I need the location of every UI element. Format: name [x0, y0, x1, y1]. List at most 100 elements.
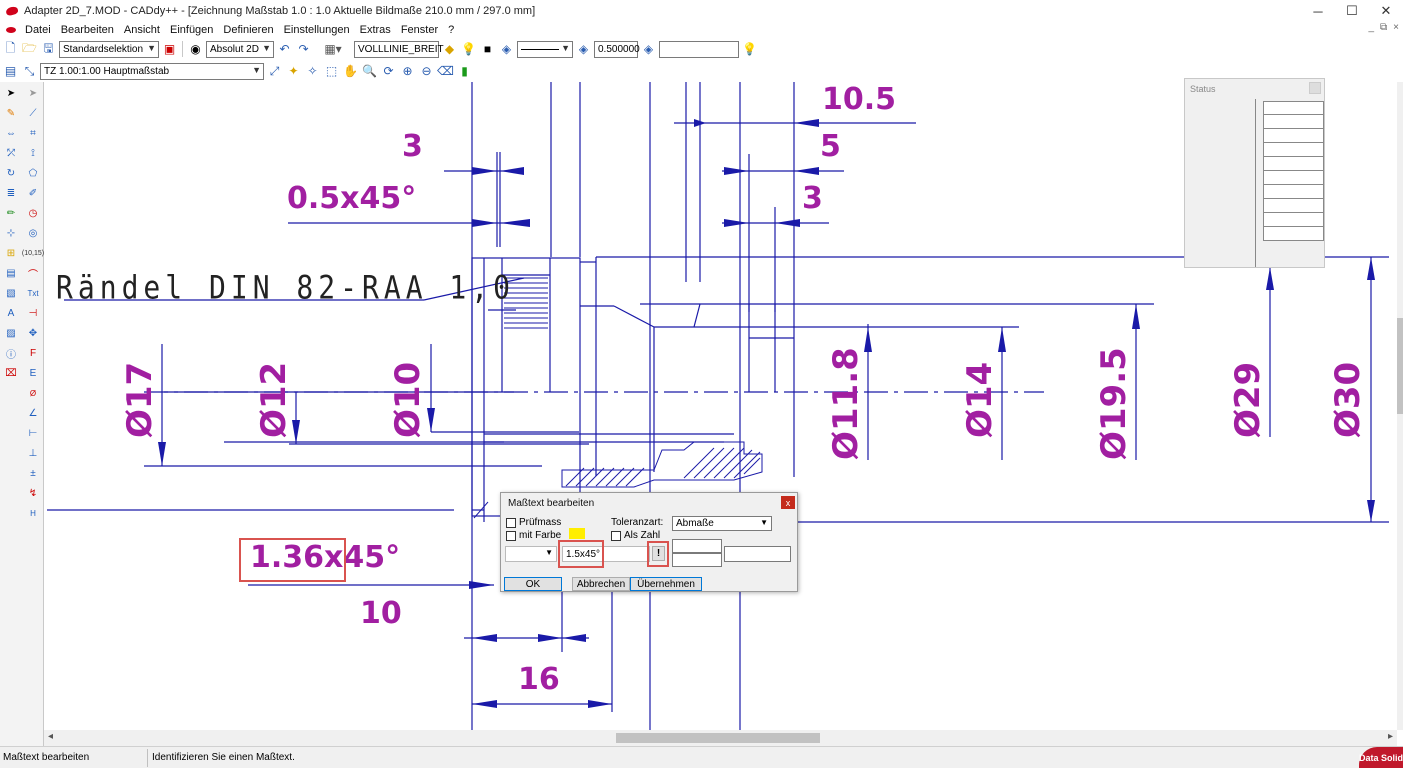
menu-definieren[interactable]: Definieren: [223, 24, 274, 36]
line-type-field[interactable]: VOLLLINIE_BREIT: [354, 40, 444, 58]
hatch-tool-icon[interactable]: ▧: [6, 287, 16, 299]
split-tool-icon[interactable]: ⊹: [6, 227, 16, 239]
grid-pattern-icon[interactable]: ▦▾: [324, 42, 342, 56]
zoom-refresh-icon[interactable]: ⟳: [383, 64, 394, 78]
dim-chamfer-top[interactable]: 0.5x45°: [287, 181, 417, 216]
mdi-minimize-button[interactable]: _: [1368, 22, 1375, 33]
pencil-icon[interactable]: ✎: [6, 107, 16, 119]
folder-lightbulb-icon[interactable]: 💡: [742, 42, 757, 56]
zoom-all-icon[interactable]: ⊕: [402, 64, 413, 78]
dim-tol-tool-icon[interactable]: ±: [30, 467, 36, 479]
dim-diameter-29[interactable]: Ø29: [1228, 361, 1268, 438]
pointer-snap-icon[interactable]: ⤡: [24, 63, 35, 78]
selection-mode-select[interactable]: Standardselektion▼: [59, 40, 159, 58]
horizontal-scroll-thumb[interactable]: [616, 733, 820, 743]
upper-tolerance-field[interactable]: [672, 539, 722, 553]
scroll-left-icon[interactable]: ◂: [48, 731, 54, 742]
line-tool-icon[interactable]: ⟋: [29, 107, 37, 119]
text-tool-icon[interactable]: Txt: [27, 288, 39, 298]
dim-move-tool-icon[interactable]: ✥: [28, 327, 38, 339]
select-alt-icon[interactable]: ➤: [28, 87, 38, 99]
node-tool-icon[interactable]: ⟟: [31, 147, 35, 159]
eraser-icon[interactable]: ⌧: [5, 367, 17, 379]
knurl-note-text[interactable]: Rändel DIN 82-RAA 1,0: [56, 268, 516, 307]
dimension-text-input[interactable]: 1.5x45°: [562, 546, 650, 562]
snap-grid-tool-icon[interactable]: ⊞: [6, 247, 16, 259]
checkbox-box[interactable]: [506, 517, 516, 528]
dim-3-right[interactable]: 3: [802, 181, 823, 216]
text-input-field[interactable]: [659, 40, 739, 58]
dim-base-tool-icon[interactable]: ⊥: [28, 447, 38, 459]
hatch2-tool-icon[interactable]: ▨: [6, 327, 16, 339]
horizontal-scrollbar[interactable]: ◂ ▸: [44, 730, 1397, 746]
snap-point-icon[interactable]: ✦: [288, 64, 299, 78]
mdi-close-button[interactable]: ×: [1393, 22, 1399, 33]
select-arrow-icon[interactable]: ➤: [6, 87, 16, 99]
als-zahl-checkbox[interactable]: Als Zahl: [611, 530, 660, 541]
dim-diameter-tool-icon[interactable]: Ø: [29, 388, 37, 398]
redraw-icon[interactable]: ⌫: [437, 64, 454, 78]
zoom-in-icon[interactable]: 🔍: [362, 64, 377, 78]
rotate-tool-icon[interactable]: ↻: [6, 167, 16, 179]
mit-farbe-checkbox[interactable]: mit Farbe: [506, 530, 561, 541]
dim-10-bottom[interactable]: 10: [360, 596, 402, 631]
lower-tolerance-field[interactable]: [672, 553, 722, 567]
toleranzart-select[interactable]: Abmaße▼: [672, 516, 772, 531]
vertical-scrollbar[interactable]: [1397, 82, 1403, 730]
menu-ansicht[interactable]: Ansicht: [123, 24, 160, 36]
vertical-scroll-thumb[interactable]: [1397, 318, 1403, 414]
dim-angle-tool-icon[interactable]: ∠: [28, 407, 38, 419]
arc-tool-icon[interactable]: ⌒: [28, 269, 38, 281]
zoom-prev-icon[interactable]: ⊖: [421, 64, 432, 78]
snap-tool-icon[interactable]: ⤢: [269, 63, 280, 78]
checkbox-box[interactable]: [506, 530, 516, 541]
layer-icon[interactable]: ◆: [444, 42, 455, 56]
circle-dim-tool-icon[interactable]: ◎: [28, 227, 38, 239]
scroll-right-icon[interactable]: ▸: [1387, 731, 1393, 742]
mdi-restore-button[interactable]: ⧉: [1380, 22, 1388, 33]
dim-chain-tool-icon[interactable]: ⊢: [28, 427, 38, 439]
snap-select-icon[interactable]: ✧: [307, 64, 318, 78]
apply-button[interactable]: Übernehmen: [630, 577, 702, 591]
dim-10-5[interactable]: 10.5: [822, 82, 897, 117]
print-icon[interactable]: ▤: [4, 64, 17, 78]
dim-diameter-19-5[interactable]: Ø19.5: [1094, 347, 1134, 460]
layers-tool-icon[interactable]: ≣: [6, 187, 16, 199]
dialog-close-button[interactable]: x: [781, 496, 795, 509]
pruefmass-checkbox[interactable]: Prüfmass: [506, 517, 561, 528]
scale-select[interactable]: TZ 1.00:1.00 Hauptmaßstab▼: [40, 62, 264, 80]
coordinate-mode-select[interactable]: Absolut 2D▼: [206, 40, 274, 58]
ok-button[interactable]: OK: [504, 577, 562, 591]
draw-tool-icon[interactable]: ✏: [6, 207, 16, 219]
info-icon[interactable]: ⓘ: [6, 349, 16, 361]
dim-diameter-12[interactable]: Ø12: [254, 361, 294, 438]
dim-linear-tool-icon[interactable]: ⊣: [28, 307, 38, 319]
dim-diameter-14[interactable]: Ø14: [960, 361, 1000, 438]
menu-extras[interactable]: Extras: [359, 24, 391, 36]
redo-icon[interactable]: ↷: [298, 42, 309, 56]
open-file-icon[interactable]: 🗁: [22, 40, 37, 55]
pen-tool-icon[interactable]: ✐: [28, 187, 38, 199]
dim-diameter-11-8[interactable]: Ø11.8: [826, 347, 866, 460]
undo-icon[interactable]: ↶: [279, 42, 290, 56]
close-button[interactable]: ✕: [1380, 3, 1392, 18]
dim-diameter-10[interactable]: Ø10: [388, 361, 428, 438]
cancel-button[interactable]: Abbrechen: [572, 577, 630, 591]
dim-16[interactable]: 16: [518, 662, 560, 697]
select-filter-icon[interactable]: ▣: [163, 42, 176, 56]
lightbulb-icon[interactable]: 💡: [461, 42, 476, 56]
color-swatch-icon[interactable]: ■: [483, 42, 492, 56]
dim-edit-tool-icon[interactable]: F: [29, 347, 37, 359]
zoom-window-icon[interactable]: ⬚: [325, 64, 338, 78]
dim-5[interactable]: 5: [820, 129, 841, 164]
dim-arrow-tool-icon[interactable]: ↯: [28, 487, 38, 499]
suffix-field[interactable]: [724, 546, 791, 562]
minimize-button[interactable]: ─: [1313, 3, 1323, 19]
special-chars-button[interactable]: !: [652, 546, 665, 561]
measure-tool-icon[interactable]: ⇔: [6, 127, 16, 139]
dim-diameter-30[interactable]: Ø30: [1328, 361, 1368, 438]
dim-3-top[interactable]: 3: [402, 129, 423, 164]
nc-tool-icon[interactable]: ⌗: [30, 127, 36, 139]
drawing-canvas[interactable]: Rändel DIN 82-RAA 1,0 10.5 3 5 0.5x45° 3…: [44, 82, 1397, 730]
menu-fenster[interactable]: Fenster: [400, 24, 439, 36]
